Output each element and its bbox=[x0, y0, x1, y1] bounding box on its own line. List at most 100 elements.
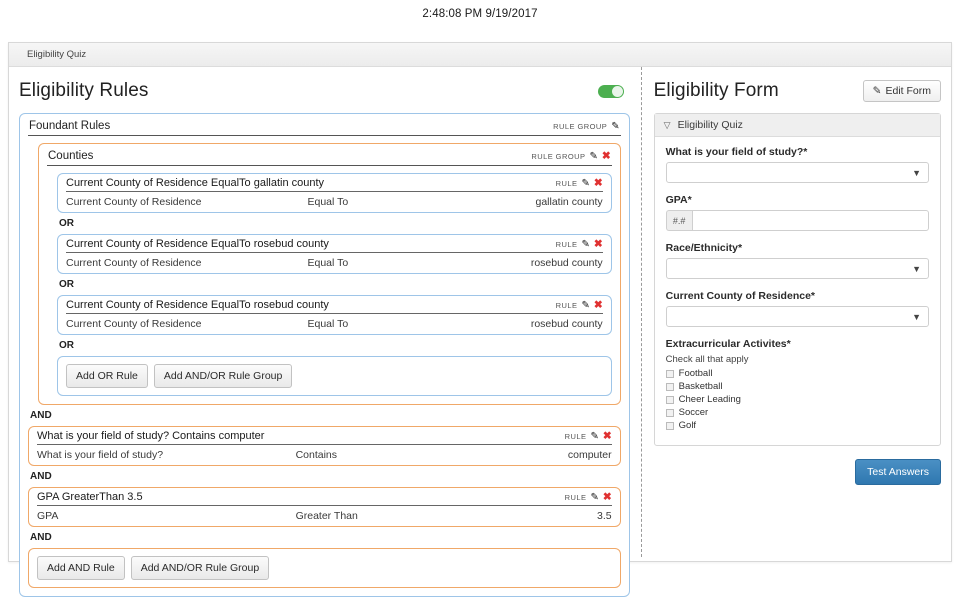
rule-title: Current County of Residence EqualTo rose… bbox=[66, 299, 329, 311]
pencil-icon[interactable]: ✎ bbox=[581, 299, 590, 311]
conjunction-label: AND bbox=[30, 410, 52, 421]
rule-actions: RULE ✎ ✖ bbox=[556, 178, 603, 189]
checkbox-label: Soccer bbox=[678, 407, 709, 418]
field-label-race-ethnicity: Race/Ethnicity* bbox=[665, 242, 743, 254]
rule-group-name: Foundant Rules bbox=[29, 120, 111, 132]
eligibility-rules-pane: Eligibility Rules Foundant Rules RULE GR… bbox=[9, 67, 640, 597]
rule-body: GPA Greater Than 3.5 bbox=[37, 506, 612, 522]
chevron-down-icon: ▽ bbox=[663, 119, 671, 130]
rule-body: Current County of Residence Equal To gal… bbox=[66, 192, 603, 208]
rule-row[interactable]: Current County of Residence EqualTo rose… bbox=[57, 295, 612, 335]
form-card-header[interactable]: ▽ Eligibility Quiz bbox=[654, 114, 940, 137]
pencil-icon[interactable]: ✎ bbox=[581, 238, 590, 250]
checkbox-soccer[interactable]: Soccer bbox=[665, 407, 929, 418]
tab-eligibility-quiz[interactable]: Eligibility Quiz bbox=[27, 49, 87, 60]
rule-value: 3.5 bbox=[597, 510, 612, 522]
rule-field: What is your field of study? bbox=[37, 449, 164, 461]
tabstrip: Eligibility Quiz bbox=[9, 43, 951, 67]
checkbox-icon[interactable] bbox=[665, 369, 674, 378]
checkbox-icon[interactable] bbox=[665, 382, 674, 391]
rule-title: Current County of Residence EqualTo gall… bbox=[66, 177, 325, 189]
rule-operator: Equal To bbox=[307, 257, 349, 269]
rule-group-tag: RULE GROUP bbox=[553, 122, 608, 131]
conjunction-label: AND bbox=[30, 532, 52, 543]
field-label-field-of-study: What is your field of study?* bbox=[665, 146, 808, 158]
panes: Eligibility Rules Foundant Rules RULE GR… bbox=[9, 67, 951, 597]
rule-value: rosebud county bbox=[530, 318, 603, 330]
rules-enabled-toggle[interactable] bbox=[597, 84, 624, 98]
rule-title: What is your field of study? Contains co… bbox=[37, 430, 265, 442]
chevron-down-icon: ▼ bbox=[912, 263, 921, 274]
chevron-down-icon: ▼ bbox=[912, 167, 921, 178]
checkbox-icon[interactable] bbox=[665, 421, 674, 430]
rule-operator: Contains bbox=[295, 449, 338, 461]
rule-group-actions: RULE GROUP ✎ bbox=[553, 120, 620, 132]
counties-group-name: Counties bbox=[48, 150, 94, 162]
chevron-down-icon: ▼ bbox=[912, 311, 921, 322]
rule-tag: RULE bbox=[564, 493, 587, 502]
rule-header: Current County of Residence EqualTo gall… bbox=[66, 177, 603, 192]
rule-title: Current County of Residence EqualTo rose… bbox=[66, 238, 329, 250]
rule-body: Current County of Residence Equal To ros… bbox=[66, 314, 603, 330]
x-icon[interactable]: ✖ bbox=[601, 150, 611, 163]
x-icon[interactable]: ✖ bbox=[593, 299, 603, 312]
rule-row[interactable]: Current County of Residence EqualTo rose… bbox=[57, 234, 612, 274]
rule-header: Current County of Residence EqualTo rose… bbox=[66, 238, 603, 253]
checkbox-label: Football bbox=[678, 368, 713, 379]
conjunction-label: OR bbox=[59, 218, 74, 229]
checkbox-golf[interactable]: Golf bbox=[665, 420, 929, 431]
checkbox-label: Golf bbox=[678, 420, 697, 431]
rule-operator: Greater Than bbox=[295, 510, 358, 522]
field-of-study-select[interactable]: ▼ bbox=[665, 162, 929, 183]
counties-group-tag: RULE GROUP bbox=[531, 152, 586, 161]
rule-row[interactable]: GPA GreaterThan 3.5 RULE ✎ ✖ GPA Greater… bbox=[28, 487, 621, 527]
pencil-icon[interactable]: ✎ bbox=[589, 150, 598, 162]
x-icon[interactable]: ✖ bbox=[602, 430, 612, 443]
checkbox-basketball[interactable]: Basketball bbox=[665, 381, 929, 392]
rule-group-header: Foundant Rules RULE GROUP ✎ bbox=[28, 119, 621, 136]
page-title: Eligibility Rules bbox=[19, 80, 149, 101]
rule-row[interactable]: Current County of Residence EqualTo gall… bbox=[57, 173, 612, 213]
checkbox-icon[interactable] bbox=[665, 395, 674, 404]
rule-group-foundant-rules[interactable]: Foundant Rules RULE GROUP ✎ Counties RUL… bbox=[19, 113, 630, 597]
form-header: Eligibility Form ✎ Edit Form bbox=[654, 75, 941, 107]
rule-value: rosebud county bbox=[530, 257, 603, 269]
rule-row[interactable]: What is your field of study? Contains co… bbox=[28, 426, 621, 466]
checkbox-label: Basketball bbox=[678, 381, 723, 392]
checkbox-icon[interactable] bbox=[665, 408, 674, 417]
x-icon[interactable]: ✖ bbox=[593, 238, 603, 251]
counties-rule-list: Current County of Residence EqualTo gall… bbox=[57, 173, 612, 396]
test-answers-button[interactable]: Test Answers bbox=[855, 459, 941, 485]
add-and-or-rule-group-button[interactable]: Add AND/OR Rule Group bbox=[130, 556, 270, 580]
rule-tag: RULE bbox=[555, 240, 578, 249]
field-label-current-county: Current County of Residence* bbox=[665, 290, 815, 302]
rule-group-counties[interactable]: Counties RULE GROUP ✎ ✖ Current County o… bbox=[38, 143, 621, 405]
rule-title: GPA GreaterThan 3.5 bbox=[37, 491, 143, 503]
rule-field: Current County of Residence bbox=[66, 257, 202, 269]
rule-header: GPA GreaterThan 3.5 RULE ✎ ✖ bbox=[37, 491, 612, 506]
add-or-rule-button[interactable]: Add OR Rule bbox=[66, 364, 148, 388]
app-window: Eligibility Quiz Eligibility Rules Found… bbox=[8, 42, 952, 597]
add-and-or-rule-group-button[interactable]: Add AND/OR Rule Group bbox=[153, 364, 293, 388]
extracurricular-helper-text: Check all that apply bbox=[665, 354, 749, 365]
x-icon[interactable]: ✖ bbox=[593, 177, 603, 190]
form-body: What is your field of study?* ▼ GPA* #.#… bbox=[655, 137, 940, 445]
rule-operator: Equal To bbox=[307, 196, 349, 208]
add-and-rule-button[interactable]: Add AND Rule bbox=[37, 556, 125, 580]
race-ethnicity-select[interactable]: ▼ bbox=[665, 258, 929, 279]
checkbox-cheer-leading[interactable]: Cheer Leading bbox=[665, 394, 929, 405]
rule-operator: Equal To bbox=[307, 318, 349, 330]
edit-form-button[interactable]: ✎ Edit Form bbox=[862, 80, 941, 102]
pencil-icon[interactable]: ✎ bbox=[590, 491, 599, 503]
gpa-input[interactable] bbox=[691, 210, 929, 231]
pencil-icon[interactable]: ✎ bbox=[590, 430, 599, 442]
rule-actions: RULE ✎ ✖ bbox=[556, 300, 603, 311]
rule-value: gallatin county bbox=[535, 196, 603, 208]
checkbox-football[interactable]: Football bbox=[665, 368, 929, 379]
x-icon[interactable]: ✖ bbox=[602, 491, 612, 504]
rule-header: What is your field of study? Contains co… bbox=[37, 430, 612, 445]
current-county-select[interactable]: ▼ bbox=[665, 306, 929, 327]
pencil-icon[interactable]: ✎ bbox=[581, 177, 590, 189]
test-answers-wrap: Test Answers bbox=[654, 459, 941, 485]
pencil-icon[interactable]: ✎ bbox=[611, 120, 620, 132]
